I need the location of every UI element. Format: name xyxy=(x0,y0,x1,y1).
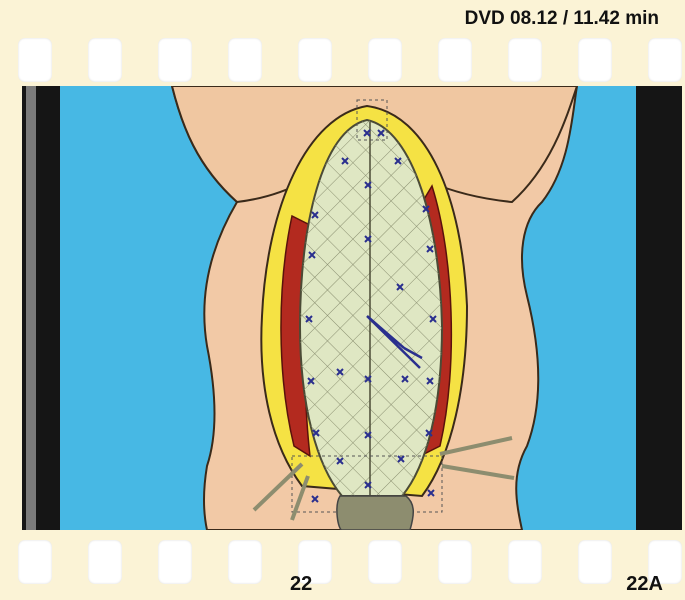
sprocket-hole xyxy=(298,38,332,82)
sprocket-hole xyxy=(648,38,682,82)
sprocket-hole xyxy=(158,540,192,584)
frame-number-22a: 22A xyxy=(626,573,663,596)
drain-tube xyxy=(337,496,413,530)
sprocket-hole xyxy=(18,38,52,82)
sprocket-hole xyxy=(578,38,612,82)
sprocket-hole xyxy=(228,38,262,82)
right-frame-edge xyxy=(636,86,682,530)
sprocket-hole xyxy=(368,540,402,584)
sprocket-hole xyxy=(508,38,542,82)
sprocket-hole xyxy=(438,38,472,82)
dvd-caption: DVD 08.12 / 11.42 min xyxy=(465,8,659,30)
left-frame-highlight xyxy=(26,86,36,530)
sprocket-holes-bottom xyxy=(0,540,685,586)
sprocket-hole xyxy=(228,540,262,584)
frame-number-22: 22 xyxy=(290,573,312,596)
sprocket-hole xyxy=(88,540,122,584)
sprocket-hole xyxy=(578,540,612,584)
sprocket-hole xyxy=(88,38,122,82)
sprocket-hole xyxy=(368,38,402,82)
sprocket-hole xyxy=(508,540,542,584)
sprocket-hole xyxy=(438,540,472,584)
sprocket-holes-top xyxy=(0,38,685,84)
surgical-illustration xyxy=(22,86,682,530)
sprocket-hole xyxy=(18,540,52,584)
sprocket-hole xyxy=(158,38,192,82)
